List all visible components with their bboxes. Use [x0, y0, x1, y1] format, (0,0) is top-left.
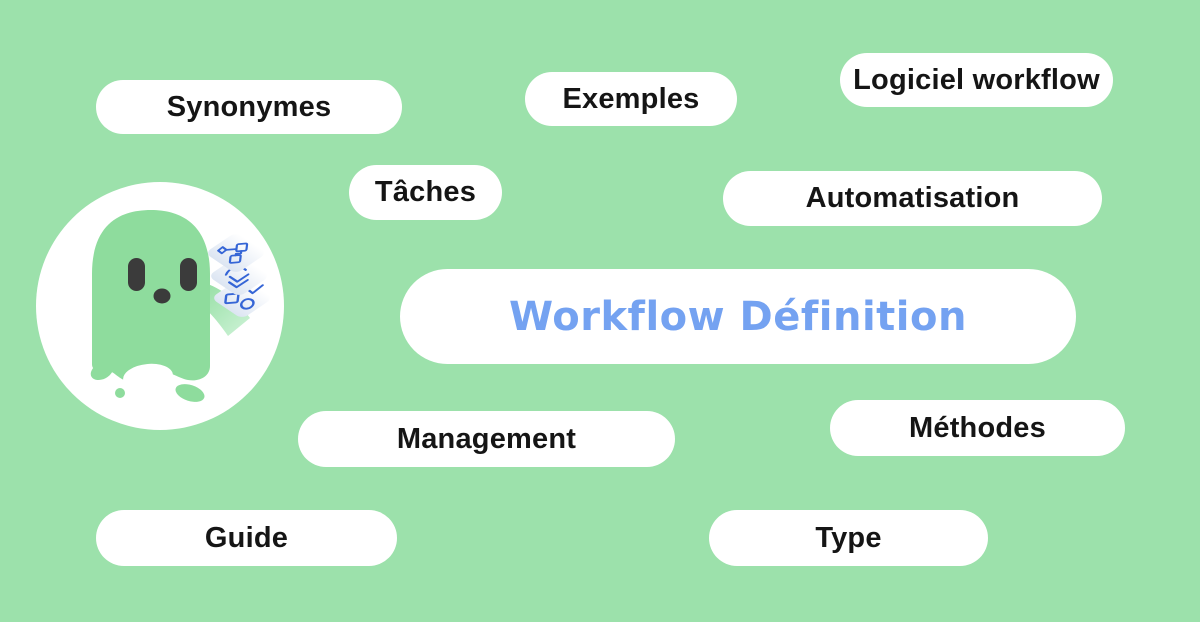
mascot-illustration: [36, 182, 284, 430]
bottom-strip: [0, 622, 1200, 628]
flowchart-icon: [217, 242, 249, 264]
workflow-layers-icon: [208, 234, 270, 317]
mascot-right-eye: [180, 258, 197, 291]
mascot-droplet: [175, 384, 205, 402]
mascot-droplet: [90, 361, 114, 381]
mascot-droplet: [115, 388, 125, 398]
mascot-left-eye: [128, 258, 145, 291]
mascot-body: [92, 210, 210, 382]
title-pill: Workflow Définition: [400, 269, 1076, 364]
keyword-pill-methodes: Méthodes: [830, 400, 1125, 456]
keyword-label: Exemples: [562, 82, 700, 115]
keyword-pill-logiciel-workflow: Logiciel workflow: [840, 53, 1113, 107]
keyword-label: Guide: [204, 521, 289, 554]
mascot-mouth: [153, 288, 171, 304]
page-title: Workflow Définition: [509, 293, 967, 340]
keyword-label: Type: [815, 521, 882, 554]
checklist-icon: [224, 284, 264, 310]
keyword-label: Management: [396, 422, 577, 455]
keyword-pill-exemples: Exemples: [525, 72, 737, 126]
keyword-label: Méthodes: [909, 411, 1046, 444]
keyword-pill-management: Management: [298, 411, 675, 467]
keyword-pill-synonymes: Synonymes: [96, 80, 402, 134]
keyword-label: Logiciel workflow: [853, 63, 1100, 96]
keyword-pill-automatisation: Automatisation: [723, 171, 1102, 226]
keyword-label: Automatisation: [805, 182, 1020, 214]
keyword-pill-guide: Guide: [96, 510, 397, 566]
mascot-melt-hole: [123, 363, 173, 391]
keyword-pill-type: Type: [709, 510, 988, 566]
keyword-label: Tâches: [374, 176, 477, 208]
keyword-label: Synonymes: [166, 90, 332, 123]
keyword-pill-taches: Tâches: [349, 165, 502, 220]
